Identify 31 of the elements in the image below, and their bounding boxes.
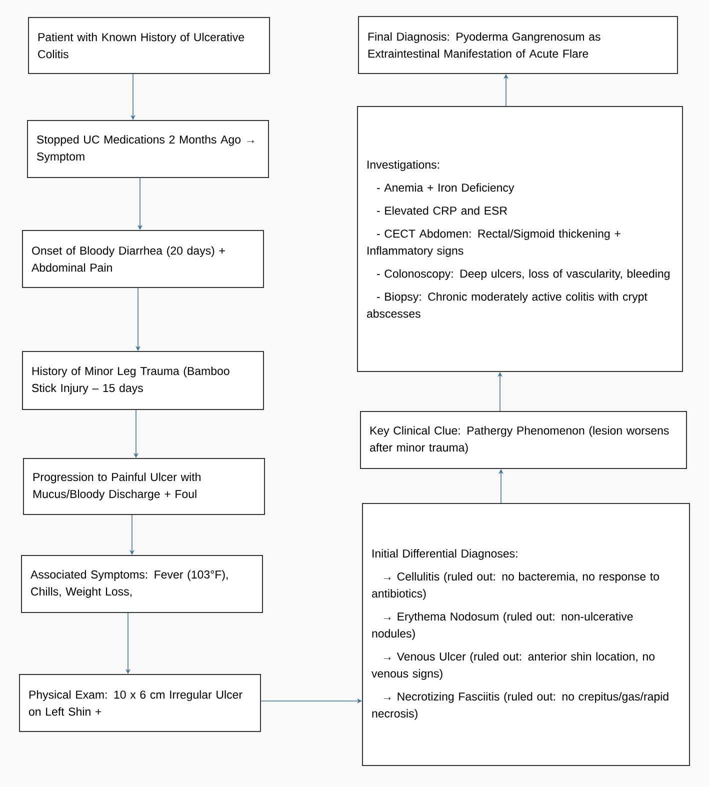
box-text: Final Diagnosis: Pyoderma Gangrenosum as Extraintestinal Manifestation of Acute Flare (368, 32, 600, 58)
box-text: Physical Exam: 10 x 6 cm Irregular Ulcer on Left Shin + (28, 690, 242, 716)
process-box (21, 555, 263, 613)
box-text: Progression to Painful Ulcer with Mucus/Bloody Discharge + Foul (33, 472, 200, 500)
process-box (28, 17, 270, 74)
process-box (358, 16, 678, 74)
process-box (22, 230, 264, 288)
list-item: → Necrotizing Fasciitis (ruled out: no crepitus/gas/rapid necrosis) (372, 692, 668, 720)
list-item: - Biopsy: Chronic moderately active colitis with crypt abscesses (366, 292, 648, 318)
box-text: Key Clinical Clue: Pathergy Phenomenon (lesion worsens after minor trauma) (370, 426, 669, 454)
process-box (360, 411, 687, 469)
box-text: Patient with Known History of Ulcerative Colitis (38, 32, 244, 58)
box-heading: Investigations: (368, 160, 439, 171)
list-item: - Colonoscopy: Deep ulcers, loss of vascularity, bleeding (377, 269, 670, 280)
list-item: → Erythema Nodosum (ruled out: non-ulcerative nodules) (372, 612, 633, 640)
box-text: Onset of Bloody Diarrhea (20 days) + Abdominal Pain (32, 246, 225, 272)
list-item: - Elevated CRP and ESR (377, 206, 507, 215)
process-box (22, 351, 264, 410)
list-item: - Anemia + Iron Deficiency (377, 183, 514, 194)
list-item: → Venous Ulcer (ruled out: anterior shin location, no venous signs) (372, 652, 655, 680)
box-text: Associated Symptoms: Fever (103°F), Chills, Weight Loss, (30, 570, 228, 598)
process-box (357, 106, 683, 372)
process-box (19, 674, 261, 732)
process-box (23, 458, 265, 515)
box-heading: Initial Differential Diagnoses: (372, 549, 518, 560)
box-text: Stopped UC Medications 2 Months Ago → Symptom (37, 135, 254, 163)
list-item: - CECT Abdomen: Rectal/Sigmoid thickening + Inflammatory signs (368, 229, 620, 257)
process-box (362, 503, 690, 766)
box-text: History of Minor Leg Trauma (Bamboo Stick Injury – 15 days (32, 366, 230, 394)
process-box (27, 120, 269, 178)
list-item: → Cellulitis (ruled out: no bacteremia, no response to antibiotics) (372, 572, 659, 600)
